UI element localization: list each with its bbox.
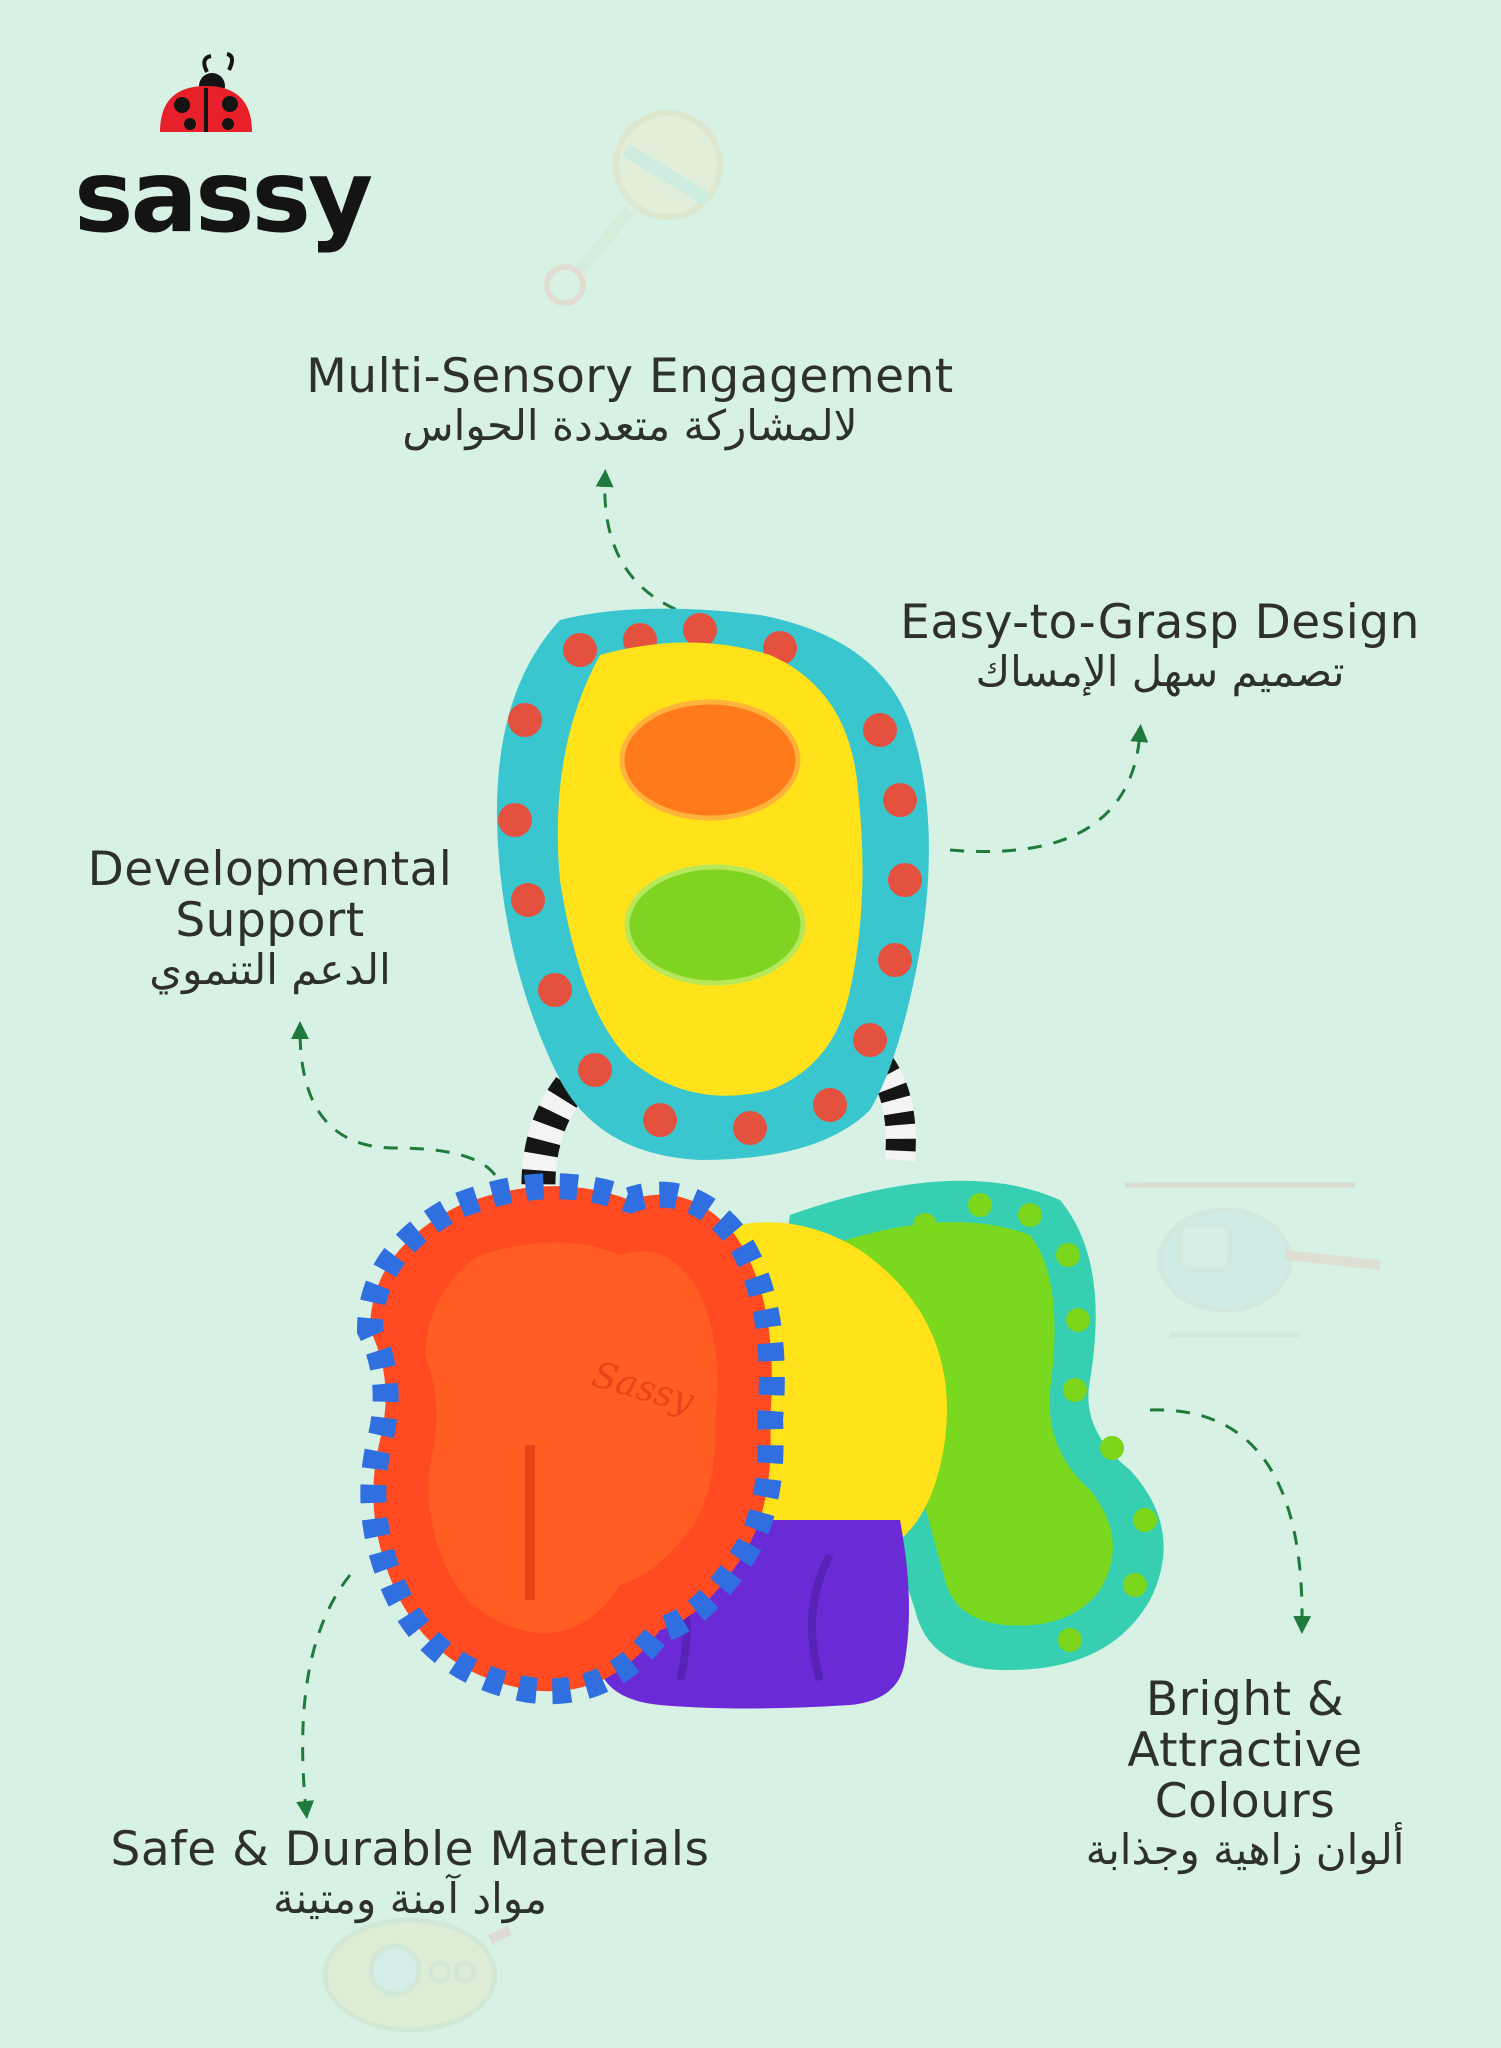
feature-bright-colours: Bright & Attractive Colours ألوان زاهية … (1030, 1672, 1460, 1875)
remote-body (496, 608, 929, 1160)
feature-developmental-en-line2: Support (175, 892, 365, 948)
red-key: Sassy (356, 1173, 785, 1705)
feature-developmental-ar: الدعم التنموي (149, 944, 391, 994)
helicopter-icon (1125, 1182, 1381, 1338)
feature-safe-durable: Safe & Durable Materials مواد آمنة ومتين… (100, 1822, 720, 1923)
teether-toy-image: Sassy (356, 608, 1164, 1709)
ladybug-icon (160, 52, 252, 132)
feature-multi-sensory-en: Multi-Sensory Engagement (306, 349, 954, 404)
feature-safe-durable-en: Safe & Durable Materials (110, 1822, 710, 1877)
green-button (624, 864, 806, 986)
arrow-developmental (291, 1021, 497, 1176)
feature-bright-colours-ar: ألوان زاهية وجذابة (1085, 1825, 1405, 1875)
feature-easy-grasp: Easy-to-Grasp Design تصميم سهل الإمساك (890, 595, 1430, 696)
arrow-safe-durable (296, 1574, 352, 1819)
arrow-bright-colours (1149, 1408, 1312, 1634)
feature-developmental: Developmental Support الدعم التنموي (70, 842, 470, 994)
rattle-icon (544, 110, 723, 306)
feature-easy-grasp-en: Easy-to-Grasp Design (900, 595, 1420, 650)
feature-bright-colours-en-line2: Colours (1154, 1773, 1336, 1829)
feature-safe-durable-ar: مواد آمنة ومتينة (273, 1873, 547, 1923)
feature-multi-sensory: Multi-Sensory Engagement لالمشاركة متعدد… (300, 349, 960, 450)
feature-multi-sensory-ar: لالمشاركة متعددة الحواس (402, 400, 858, 450)
feature-developmental-en-line1: Developmental (87, 842, 453, 897)
brand-logo-text: sassy (74, 138, 373, 255)
orange-button (619, 699, 801, 821)
feature-bright-colours-en-line1: Bright & Attractive (1127, 1672, 1363, 1778)
feature-easy-grasp-ar: تصميم سهل الإمساك (975, 646, 1345, 696)
arrow-multi-sensory (595, 469, 701, 620)
submarine-icon (322, 1917, 513, 2033)
arrow-easy-grasp (949, 724, 1149, 853)
